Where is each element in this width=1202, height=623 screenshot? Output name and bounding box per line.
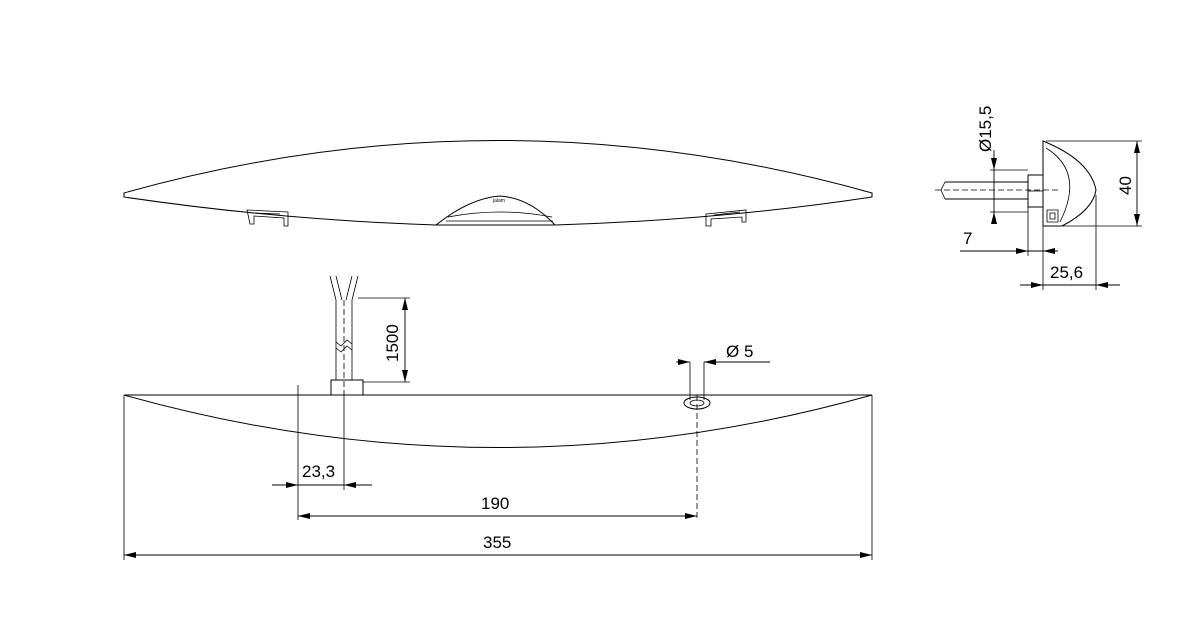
top-view-center-hump xyxy=(435,195,556,226)
top-view: jalam xyxy=(123,140,873,227)
dimension-cable-offset: 23,3 xyxy=(272,462,372,488)
top-view-left-clip xyxy=(246,209,289,227)
front-view-bottom-curve xyxy=(123,394,873,448)
dimension-cable-length: 1500 xyxy=(383,298,408,382)
top-view-label: jalam xyxy=(492,198,505,204)
dimension-overall-length: 355 xyxy=(124,533,872,558)
top-view-right-clip xyxy=(705,209,747,227)
front-view-mounting-hole xyxy=(683,362,711,520)
side-view-clip xyxy=(1046,209,1059,223)
dimension-depth-label: 25,6 xyxy=(1050,263,1083,282)
side-view-body xyxy=(1042,140,1097,227)
dimension-depth: 25,6 xyxy=(1020,263,1120,288)
dimension-shaft-diameter-label: Ø15,5 xyxy=(976,106,995,152)
dimension-shaft-length-label: 7 xyxy=(963,229,972,248)
dimension-height-label: 40 xyxy=(1116,176,1135,195)
dimension-hole-spacing: 190 xyxy=(298,494,697,519)
dimension-shaft-length: 7 xyxy=(960,229,1058,254)
dimension-hole-diameter-label: Ø 5 xyxy=(726,342,753,361)
dimension-cable-length-label: 1500 xyxy=(383,324,402,362)
dimension-hole-spacing-label: 190 xyxy=(481,494,509,513)
dimension-hole-diameter: Ø 5 xyxy=(676,342,770,365)
side-view-inner-curve xyxy=(1045,147,1071,223)
dimension-cable-offset-label: 23,3 xyxy=(302,462,335,481)
front-view-cable xyxy=(329,275,364,396)
dimension-height: 40 xyxy=(1116,141,1140,226)
top-view-hump-inner xyxy=(447,211,553,218)
dimension-overall-length-label: 355 xyxy=(483,533,511,552)
top-view-outline xyxy=(123,140,873,226)
dimension-shaft-diameter: Ø15,5 xyxy=(976,106,997,224)
side-view: Ø15,5 40 7 25,6 xyxy=(935,106,1142,290)
front-view: 1500 Ø 5 23,3 190 355 xyxy=(123,275,873,560)
